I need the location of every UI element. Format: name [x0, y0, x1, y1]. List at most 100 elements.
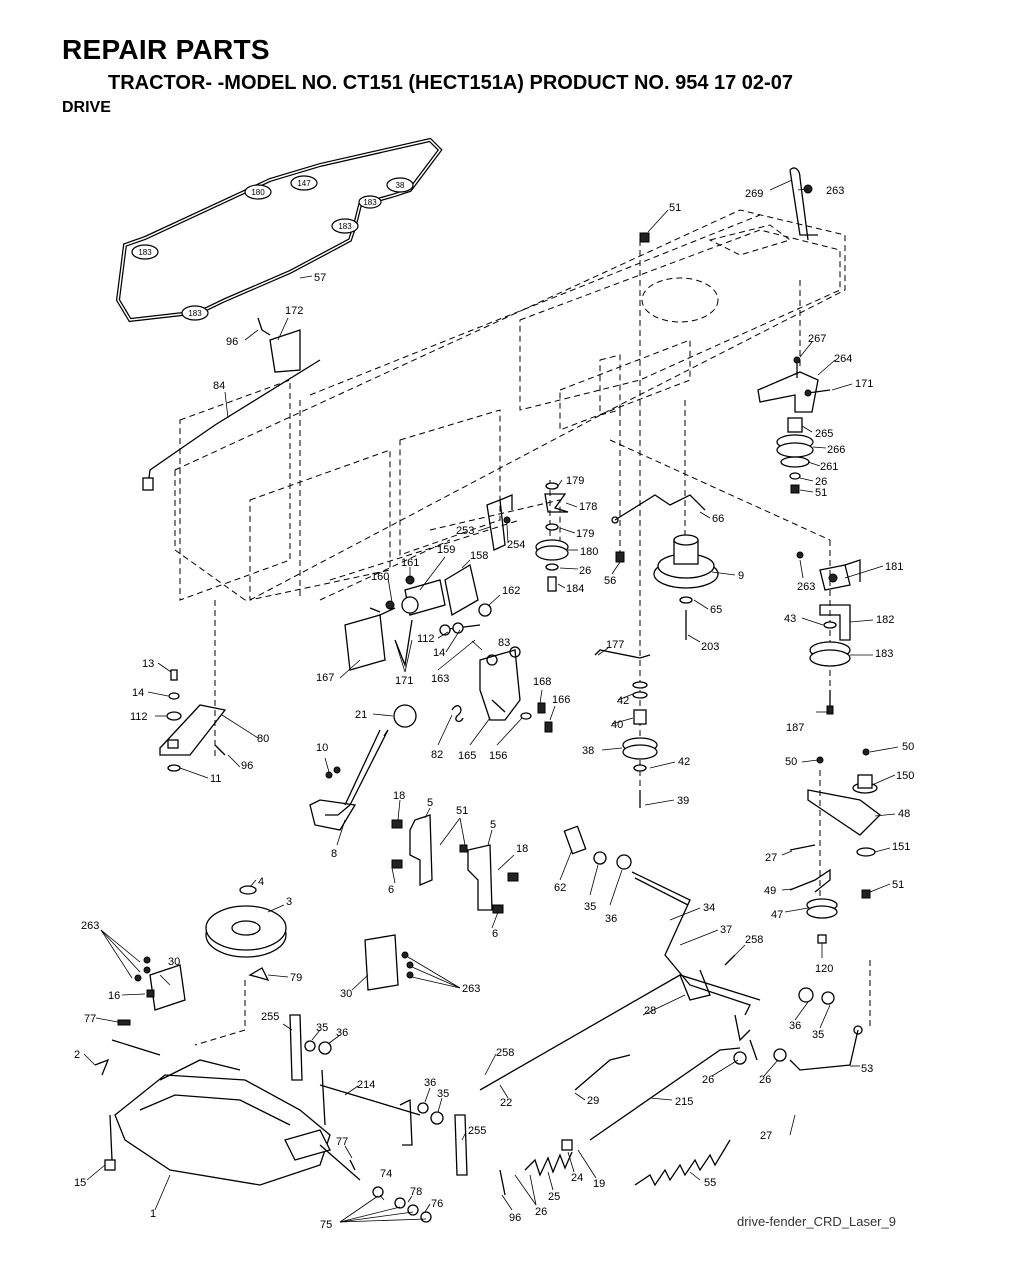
callout: 181: [885, 561, 903, 573]
callout: 36: [424, 1077, 436, 1089]
page-title: REPAIR PARTS: [62, 34, 270, 65]
pulley-stack-265: [776, 417, 814, 494]
callout: 84: [213, 380, 225, 392]
callout: 35: [812, 1029, 824, 1041]
idler-pulley-183: [809, 641, 851, 715]
washers-35-36: [724, 954, 835, 1005]
callout: 57: [314, 272, 326, 284]
callout: 179: [576, 528, 594, 540]
callout: 43: [784, 613, 796, 625]
bracket-181: [796, 551, 861, 591]
callout: 36: [605, 913, 617, 925]
callout: 214: [357, 1079, 375, 1091]
callout: 51: [456, 805, 468, 817]
callout: 34: [703, 902, 715, 914]
callout: 179: [566, 475, 584, 487]
callout: 51: [669, 202, 681, 214]
callout: 35: [437, 1088, 449, 1100]
callout: 267: [808, 333, 826, 345]
callout: 15: [74, 1177, 86, 1189]
callout: 22: [500, 1097, 512, 1109]
spring-55: [634, 1139, 731, 1187]
callout: 10: [316, 742, 328, 754]
callout: 18: [516, 843, 528, 855]
callout: 2: [74, 1049, 80, 1061]
svg-text:183: 183: [338, 222, 352, 231]
svg-text:147: 147: [297, 179, 311, 188]
callout: 158: [470, 550, 488, 562]
callout: 77: [336, 1136, 348, 1148]
callout: 26: [759, 1074, 771, 1086]
brake-arm-80: [159, 669, 227, 772]
callout: 215: [675, 1096, 693, 1108]
callout: 29: [587, 1095, 599, 1107]
shift-lever-34: [563, 825, 751, 1016]
callout: 162: [502, 585, 520, 597]
callout: 30: [340, 988, 352, 1000]
drive-belt: [115, 137, 443, 323]
shaft-214: [304, 1040, 444, 1146]
callout: 167: [316, 672, 334, 684]
section-label: DRIVE: [62, 99, 111, 116]
callout: 74: [380, 1168, 392, 1180]
callout: 165: [458, 750, 476, 762]
callout: 182: [876, 614, 894, 626]
transaxle-1: [94, 1019, 361, 1186]
callout: 47: [771, 909, 783, 921]
callout: 163: [431, 673, 449, 685]
bracket-30-right: [364, 934, 414, 991]
callout: 171: [395, 675, 413, 687]
bracket-30-left: [134, 956, 186, 1011]
pulley-tag: 180: [244, 184, 272, 200]
callout: 4: [258, 876, 264, 888]
callout: 30: [168, 956, 180, 968]
callout: 26: [702, 1074, 714, 1086]
callout: 75: [320, 1219, 332, 1231]
transmission-pulley-3: [205, 885, 287, 982]
tractor-frame: [174, 209, 846, 601]
callout: 77: [84, 1013, 96, 1025]
callout: 65: [710, 604, 722, 616]
callout: 11: [210, 773, 221, 785]
callout: 258: [496, 1047, 514, 1059]
callout: 172: [285, 305, 303, 317]
callout: 79: [290, 972, 302, 984]
callout-leaders: [83, 179, 899, 1223]
engine-pulley-9: [653, 534, 719, 640]
callout: 18: [393, 790, 405, 802]
pulley-tag: 183: [331, 218, 359, 234]
svg-text:183: 183: [188, 309, 202, 318]
callout: 263: [462, 983, 480, 995]
assembly-leaders: [194, 240, 871, 1046]
callout: 42: [678, 756, 690, 768]
bracket-48: [789, 748, 881, 899]
model-subtitle: TRACTOR- -MODEL NO. CT151 (HECT151A) PRO…: [108, 72, 793, 94]
belt-pulley-tags: 183 183 180 147 38 183 183: [131, 175, 414, 321]
bracket-253: [486, 494, 513, 551]
rod-53: [789, 1025, 863, 1071]
callout: 166: [552, 694, 570, 706]
callout: 66: [712, 513, 724, 525]
callout: 76: [431, 1198, 443, 1210]
callout: 24: [571, 1172, 583, 1184]
callout: 269: [745, 188, 763, 200]
rod-215: [574, 1039, 787, 1141]
callout: 51: [892, 879, 904, 891]
svg-text:38: 38: [396, 181, 405, 190]
callout: 26: [535, 1206, 547, 1218]
callout: 13: [142, 658, 154, 670]
callout: 263: [826, 185, 844, 197]
callout: 1: [150, 1208, 156, 1220]
callout: 263: [797, 581, 815, 593]
callout: 254: [507, 539, 525, 551]
callout: 160: [371, 571, 389, 583]
callout: 183: [875, 648, 893, 660]
callout: 6: [388, 884, 394, 896]
callout: 5: [427, 797, 433, 809]
callout: 151: [892, 841, 910, 853]
callout: 258: [745, 934, 763, 946]
callout: 83: [498, 637, 510, 649]
callout: 112: [130, 711, 148, 723]
svg-text:183: 183: [363, 198, 377, 207]
svg-text:180: 180: [251, 188, 265, 197]
